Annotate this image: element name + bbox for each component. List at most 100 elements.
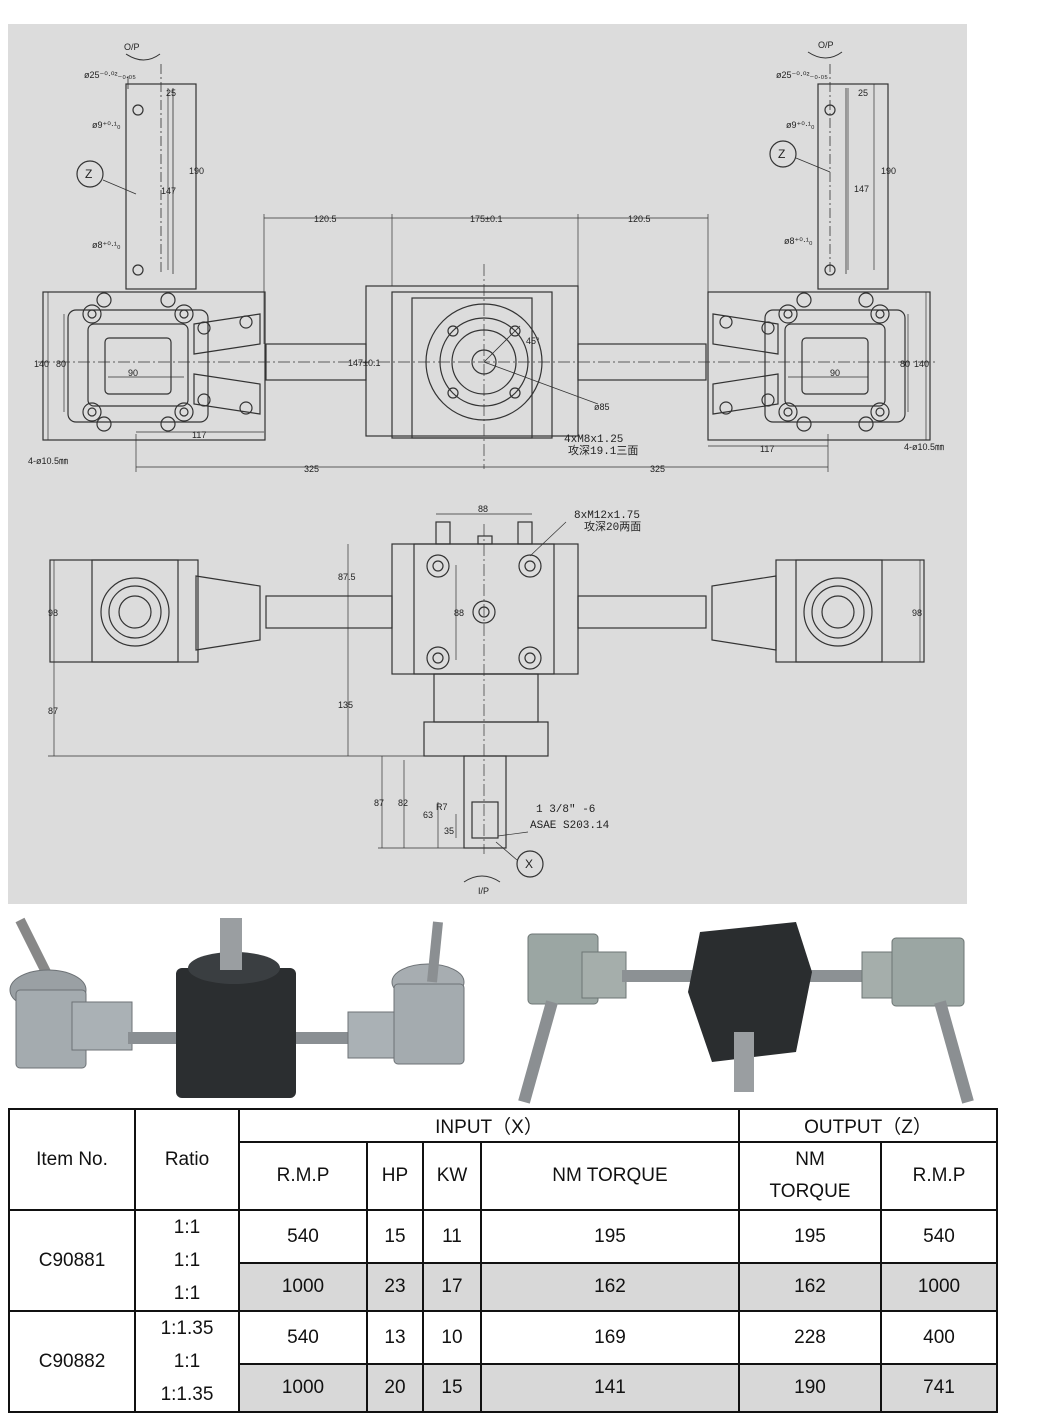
shaft-dia-left: ø25⁻⁰·⁰²₋₀.₀₅ <box>84 70 136 80</box>
dim-87-5: 87.5 <box>338 572 356 582</box>
kw-cell: 15 <box>422 1363 482 1413</box>
tap-note-top-1: 4xM8x1.25 <box>564 434 623 446</box>
output-torque-cell: 190 <box>738 1363 882 1413</box>
dim-120-5-right: 120.5 <box>628 214 651 224</box>
dim-88-top: 88 <box>478 504 488 514</box>
dim-117-right: 117 <box>760 444 774 454</box>
ratio-line: 1:1 <box>173 1283 201 1304</box>
torque-cell: 195 <box>480 1208 740 1265</box>
input-rmp-cell: 540 <box>238 1208 368 1265</box>
input-rmp-cell: 1000 <box>238 1363 368 1413</box>
kw-cell: 11 <box>422 1208 482 1265</box>
header-input-rmp: R.M.P <box>238 1141 368 1211</box>
output-torque-cell: 195 <box>738 1208 882 1265</box>
kw-cell: 17 <box>422 1262 482 1312</box>
ratio-cell: 1:1 1:1 1:1 <box>134 1209 240 1312</box>
z-callout-left: Z <box>85 167 92 181</box>
tap-note-top-2: 攻深19.1三面 <box>568 443 638 458</box>
hp-cell: 23 <box>366 1262 424 1312</box>
hp-cell: 13 <box>366 1309 424 1366</box>
dim-87-shaft: 87 <box>374 798 384 808</box>
dim-80-right: 80 <box>900 359 910 369</box>
dim-25-right: 25 <box>858 88 868 98</box>
item-no-cell: C90881 <box>8 1209 136 1312</box>
dim-63: 63 <box>423 810 433 820</box>
dim-35: 35 <box>444 826 454 836</box>
table-row: 1000 20 15 141 190 741 <box>9 1363 998 1413</box>
header-output-torque-line1: NM <box>795 1149 825 1170</box>
dim-87-left: 87 <box>48 706 58 716</box>
dim-90-left: 90 <box>128 368 138 378</box>
table-row: 1000 23 17 162 162 1000 <box>9 1262 998 1312</box>
x-callout: X <box>525 857 533 871</box>
input-rmp-cell: 1000 <box>238 1262 368 1312</box>
dim-140-right: 140 <box>914 359 929 369</box>
hp-cell: 15 <box>366 1208 424 1265</box>
ratio-line: 1:1.35 <box>160 1384 214 1405</box>
output-rmp-cell: 540 <box>880 1208 998 1265</box>
ratio-line: 1:1 <box>173 1217 201 1238</box>
output-torque-cell: 162 <box>738 1262 882 1312</box>
header-input: INPUT（X） <box>238 1108 740 1143</box>
dim-98-left: 98 <box>48 608 58 618</box>
dim-88-mid: 88 <box>454 608 464 618</box>
shaft-dia-right: ø25⁻⁰·⁰²₋₀.₀₅ <box>776 70 828 80</box>
header-kw: KW <box>422 1141 482 1211</box>
holes-note-right: 4-ø10.5㎜ <box>904 442 944 452</box>
op-label-right: O/P <box>818 40 834 50</box>
tap-note-front-1: 8xM12x1.75 <box>574 510 640 522</box>
dim-98-right: 98 <box>912 608 922 618</box>
dim-190-left: 190 <box>189 166 204 176</box>
dim-147-right: 147 <box>854 184 869 194</box>
ratio-line: 1:1 <box>173 1351 201 1372</box>
header-output-torque: NM TORQUE <box>738 1141 882 1211</box>
dim-r7: R7 <box>436 802 448 812</box>
z-callout-right: Z <box>778 147 785 161</box>
ratio-cell: 1:1.35 1:1 1:1.35 <box>134 1310 240 1413</box>
dim-120-5-left: 120.5 <box>314 214 337 224</box>
dim-140-left: 140 <box>34 359 49 369</box>
dim-45-deg: 45° <box>526 336 540 346</box>
ratio-line: 1:1 <box>173 1250 201 1271</box>
gearbox-photo-rear <box>512 912 982 1108</box>
torque-cell: 162 <box>480 1262 740 1312</box>
header-nm-torque: NM TORQUE <box>480 1141 740 1211</box>
spline-note-1: 1 3/8" -6 <box>536 804 595 816</box>
spline-note-2: ASAE S203.14 <box>530 820 610 832</box>
gearbox-photo-front <box>8 912 478 1108</box>
header-item-no: Item No. <box>8 1108 136 1211</box>
drawing-svg: O/P O/P Z Z ø25⁻⁰·⁰²₋₀.₀₅ ø25⁻⁰·⁰²₋₀.₀₅ … <box>28 40 944 896</box>
dim-190-right: 190 <box>881 166 896 176</box>
header-ratio: Ratio <box>134 1108 240 1211</box>
dim-147-center: 147±0.1 <box>348 358 380 368</box>
dim-117-left: 117 <box>192 430 206 440</box>
header-hp: HP <box>366 1141 424 1211</box>
torque-cell: 141 <box>480 1363 740 1413</box>
dim-147-left: 147 <box>161 186 176 196</box>
dim-175: 175±0.1 <box>470 214 502 224</box>
dim-135: 135 <box>338 700 353 710</box>
table-row: C90881 1:1 1:1 1:1 540 15 11 195 195 540 <box>8 1208 998 1312</box>
dim-82: 82 <box>398 798 408 808</box>
torque-cell: 169 <box>480 1309 740 1366</box>
op-label-left: O/P <box>124 42 140 52</box>
tap-note-front-2: 攻深20两面 <box>584 519 641 534</box>
output-torque-cell: 228 <box>738 1309 882 1366</box>
dim-25-left: 25 <box>166 88 176 98</box>
dim-325-right: 325 <box>650 464 665 474</box>
output-rmp-cell: 400 <box>880 1309 998 1366</box>
output-rmp-cell: 741 <box>880 1363 998 1413</box>
dim-90-right: 90 <box>830 368 840 378</box>
item-no-cell: C90882 <box>8 1310 136 1413</box>
dim-85-dia: ø85 <box>594 402 610 412</box>
table-row: C90882 1:1.35 1:1 1:1.35 540 13 10 169 2… <box>8 1309 998 1413</box>
holes-note-left: 4-ø10.5㎜ <box>28 456 68 466</box>
hp-cell: 20 <box>366 1363 424 1413</box>
dim-80-left: 80 <box>56 359 66 369</box>
ratio-line: 1:1.35 <box>160 1318 214 1339</box>
hole-dia-bottom-right: ø8⁺⁰·¹₀ <box>784 236 813 246</box>
dim-325-left: 325 <box>304 464 319 474</box>
spec-table: Item No. Ratio INPUT（X） OUTPUT（Z） R.M.P … <box>8 1108 998 1413</box>
header-output: OUTPUT（Z） <box>738 1108 998 1143</box>
hole-dia-top-left: ø9⁺⁰·¹₀ <box>92 120 121 130</box>
